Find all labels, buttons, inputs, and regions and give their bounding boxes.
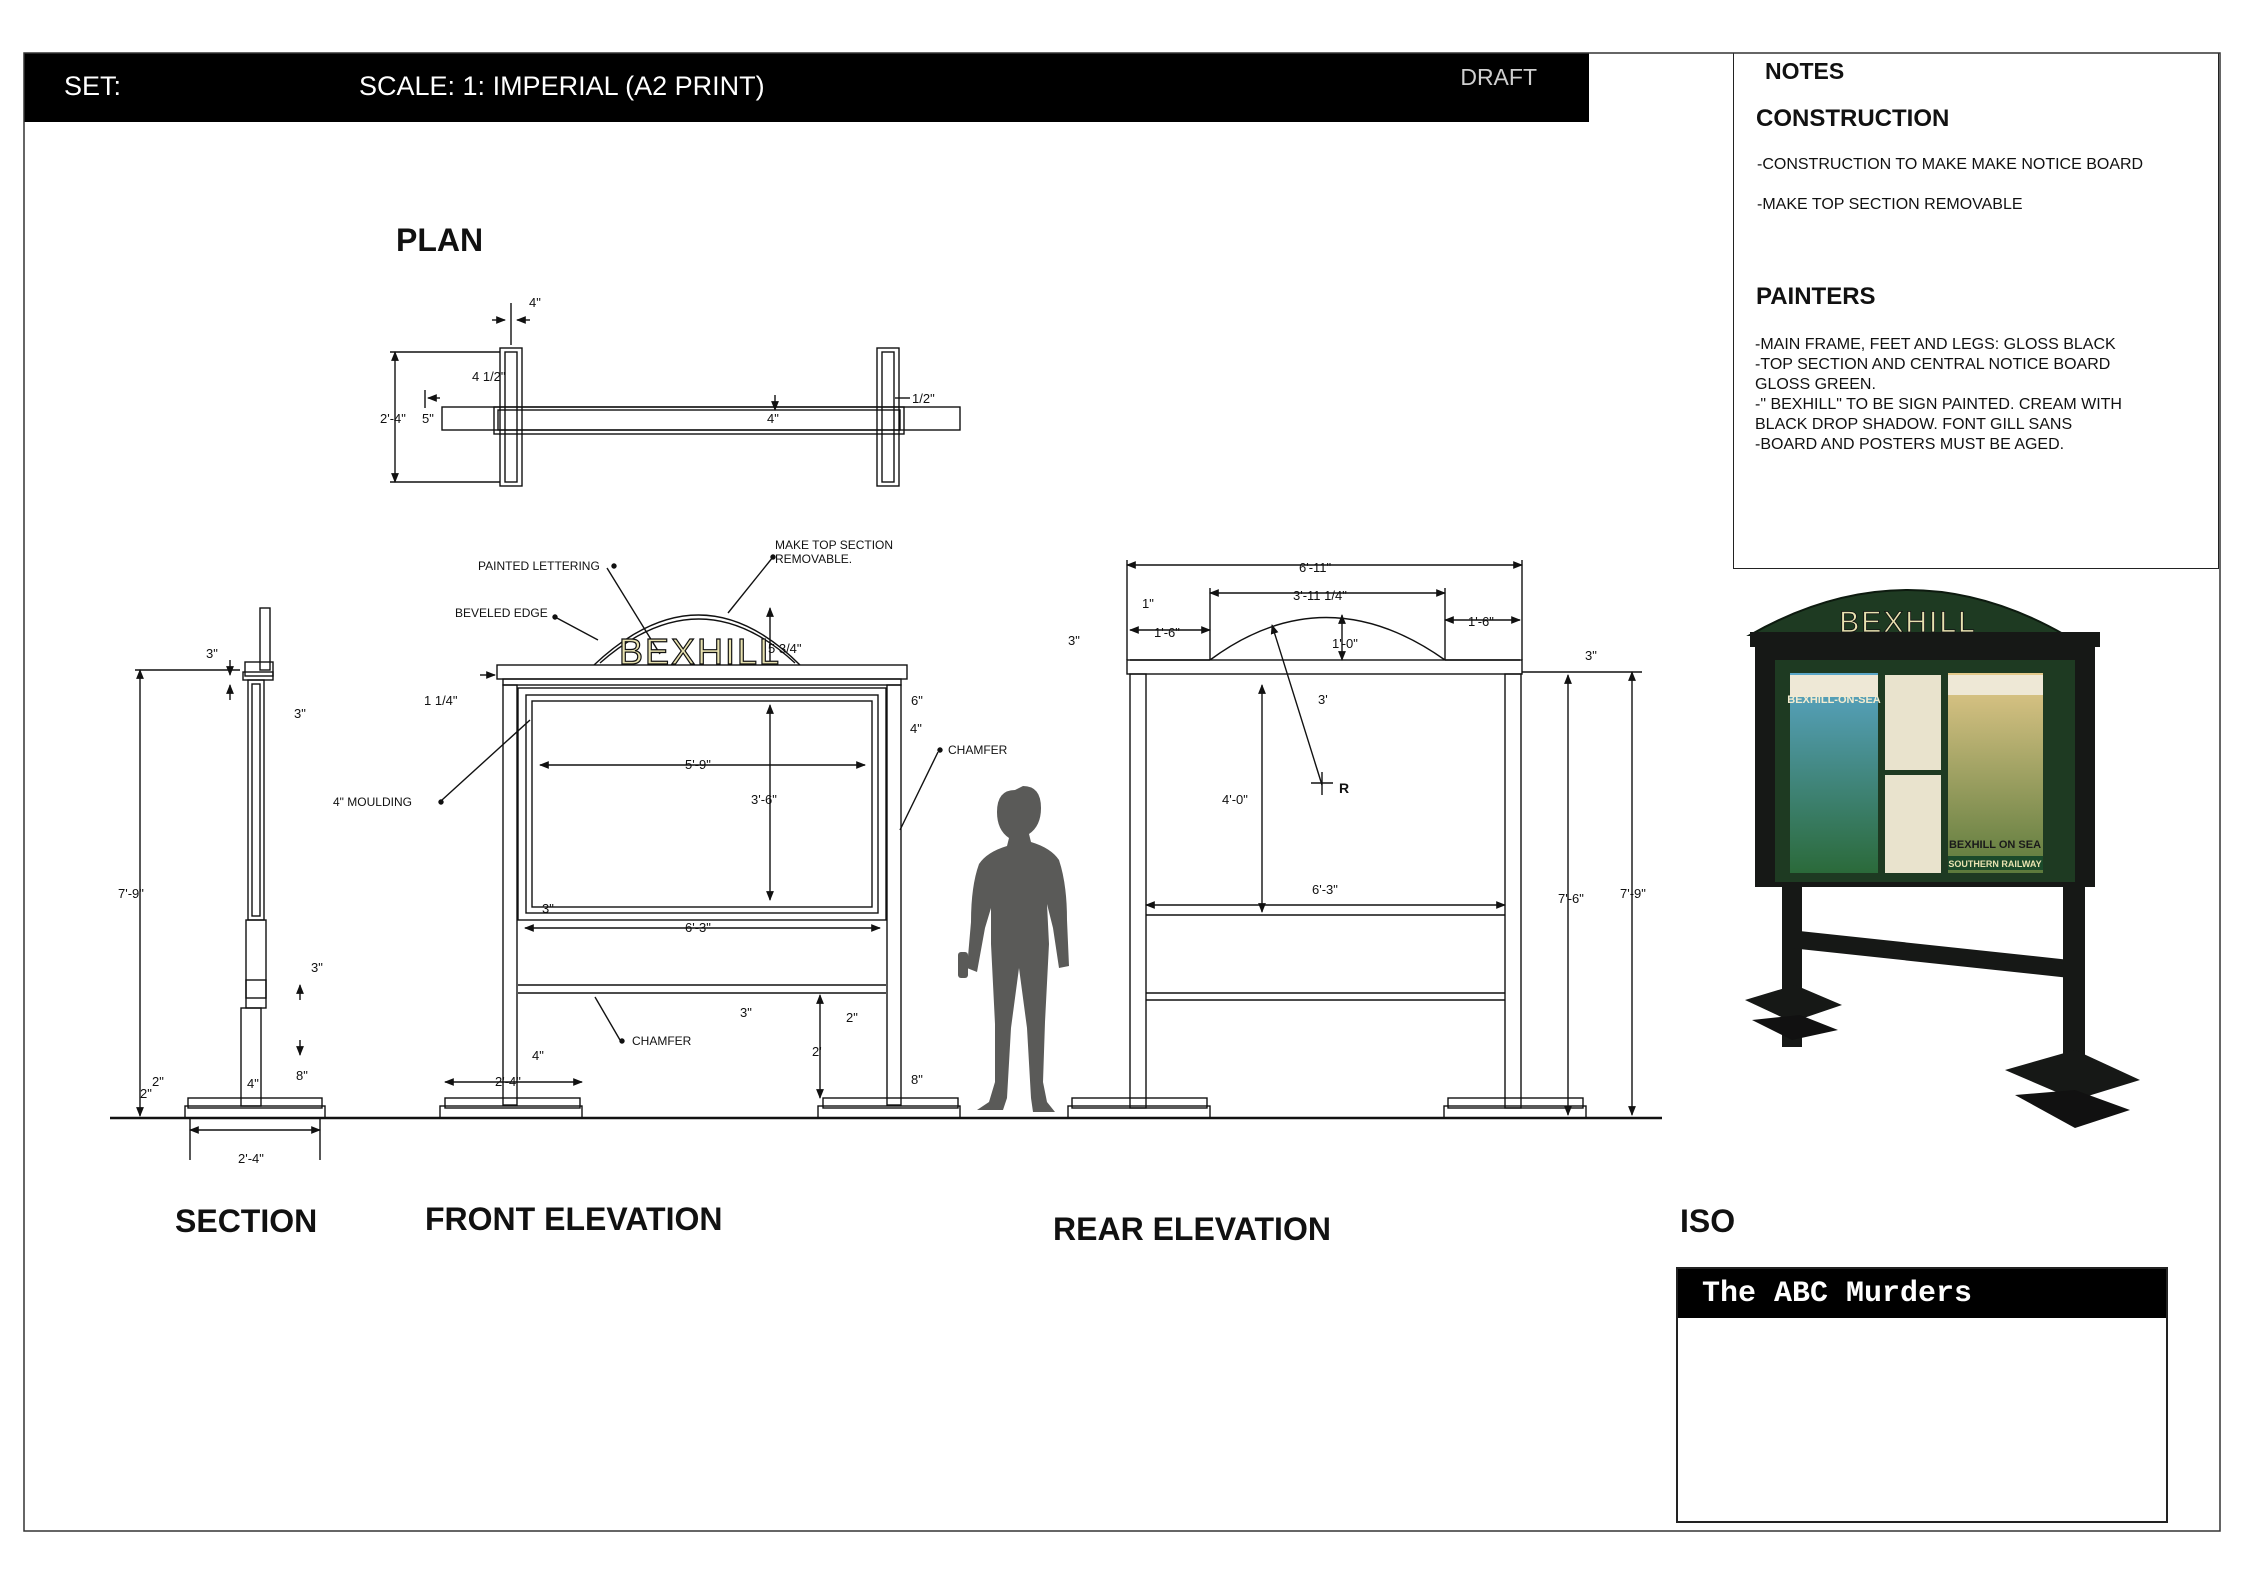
dim-label: 5 3/4" (768, 641, 802, 656)
dim-label: 4" (767, 411, 779, 426)
arched-top (593, 614, 801, 666)
painters-line: -TOP SECTION AND CENTRAL NOTICE BOARD (1755, 356, 2111, 373)
title-bar: SET: SCALE: 1: IMPERIAL (A2 PRINT) DRAFT (24, 53, 1589, 122)
rear-elevation-title: REAR ELEVATION (1053, 1211, 1331, 1247)
painters-line: BLACK DROP SHADOW. FONT GILL SANS (1755, 416, 2073, 433)
dim-label: 6'-3" (1312, 882, 1338, 897)
dim-label: 7'-9" (118, 886, 144, 901)
section-title: SECTION (175, 1203, 318, 1239)
painters-line: -BOARD AND POSTERS MUST BE AGED. (1755, 436, 2065, 453)
annotation-painted-lettering: PAINTED LETTERING (478, 559, 600, 573)
dim-label: 1 1/4" (424, 693, 458, 708)
figure-book (958, 952, 968, 978)
dim-label: 4" (247, 1076, 259, 1091)
dim-label: 2" (846, 1010, 858, 1025)
dim-label: 4" (532, 1048, 544, 1063)
iso-poster-left-title: BEXHILL-ON-SEA (1787, 694, 1881, 706)
plan-view (390, 303, 961, 487)
annotation-radius: R (1339, 780, 1349, 796)
painters-line: -MAIN FRAME, FEET AND LEGS: GLOSS BLACK (1755, 336, 2116, 353)
dim-label: 1'-0" (1332, 636, 1358, 651)
annotation-moulding: 4" MOULDING (333, 795, 412, 809)
annotation-chamfer: CHAMFER (632, 1034, 692, 1048)
annotation-beveled-edge: BEVELED EDGE (455, 606, 548, 620)
dim-label: 6" (911, 693, 923, 708)
painters-heading: PAINTERS (1756, 283, 1876, 310)
notes-panel (1733, 53, 2219, 569)
dim-label: 2'-4" (380, 411, 406, 426)
dim-label: 6'-11" (1299, 560, 1332, 575)
dim-label: 2" (152, 1074, 164, 1089)
construction-line: -MAKE TOP SECTION REMOVABLE (1757, 196, 2023, 213)
front-elevation-view (438, 554, 961, 1119)
dim-label: 7'-9" (1620, 886, 1646, 901)
rear-elevation-view (1067, 560, 1642, 1119)
iso-poster-right-sub: SOUTHERN RAILWAY (1948, 859, 2041, 869)
dim-label: 5" (422, 411, 434, 426)
front-elevation-title: FRONT ELEVATION (425, 1201, 723, 1237)
dim-label: 4'-0" (1222, 792, 1248, 807)
sheet-border (23, 52, 2221, 1532)
annotation-labels: PAINTED LETTERING BEVELED EDGE MAKE TOP … (333, 538, 1349, 1048)
painters-line: -" BEXHILL" TO BE SIGN PAINTED. CREAM WI… (1755, 396, 2122, 413)
production-title: The ABC Murders (1702, 1277, 1973, 1311)
dim-label: 4 1/2" (472, 369, 506, 384)
dim-label: 3" (740, 1005, 752, 1020)
bexhill-lettering: BEXHILL (619, 631, 781, 672)
dim-label: 2' (812, 1044, 822, 1059)
dim-label: 4" (910, 721, 922, 736)
dim-label: 8" (296, 1068, 308, 1083)
plan-title: PLAN (396, 222, 484, 258)
set-label: SET: (64, 71, 122, 101)
dim-label: 1'-6" (1468, 614, 1494, 629)
dim-label: 2'-4" (238, 1151, 264, 1166)
dim-label: 1'-6" (1154, 625, 1180, 640)
dim-label: 4" (529, 295, 541, 310)
dim-label: 3" (311, 960, 323, 975)
painters-line: GLOSS GREEN. (1755, 376, 1876, 393)
dim-label: 8" (911, 1072, 923, 1087)
iso-render: BEXHILL BEXHILL-ON-SEA BEXHILL ON SEA SO… (1745, 589, 2140, 1128)
dim-label: 3'-6" (751, 792, 777, 807)
section-view (135, 607, 326, 1160)
dimension-labels: 4" 4 1/2" 2'-4" 5" 1/2" 4" 3" 3" 7'-9" 3… (118, 295, 1646, 1166)
draft-status: DRAFT (1460, 64, 1537, 90)
dim-label: 3" (206, 646, 218, 661)
dim-label: 2" (140, 1086, 152, 1101)
scale-figure (967, 786, 1069, 1112)
dim-label: 2'-4" (495, 1074, 521, 1089)
scale-label: SCALE: 1: IMPERIAL (A2 PRINT) (359, 71, 765, 101)
notes-title: NOTES (1765, 58, 1845, 84)
dim-label: 1/2" (912, 391, 935, 406)
iso-poster-right-title: BEXHILL ON SEA (1949, 839, 2041, 851)
dim-label: 6'-3" (685, 920, 711, 935)
dim-label: 3'-11 1/4" (1293, 588, 1347, 603)
dim-label: 3" (1585, 648, 1597, 663)
title-block-header: The ABC Murders (1678, 1269, 2166, 1318)
dim-label: 3' (1318, 692, 1328, 707)
annotation-make-top: REMOVABLE. (775, 552, 852, 566)
annotation-make-top: MAKE TOP SECTION (775, 538, 893, 552)
construction-line: -CONSTRUCTION TO MAKE MAKE NOTICE BOARD (1757, 156, 2144, 173)
construction-heading: CONSTRUCTION (1756, 105, 1950, 132)
dim-label: 3" (1068, 633, 1080, 648)
dim-label: 5'-9" (685, 757, 711, 772)
annotation-chamfer: CHAMFER (948, 743, 1008, 757)
dim-label: 3" (294, 706, 306, 721)
dim-label: 7'-6" (1558, 891, 1584, 906)
iso-title: ISO (1680, 1203, 1736, 1239)
dim-label: 1" (1142, 596, 1154, 611)
title-block: The ABC Murders (1676, 1267, 2168, 1523)
dim-label: 3" (542, 901, 554, 916)
